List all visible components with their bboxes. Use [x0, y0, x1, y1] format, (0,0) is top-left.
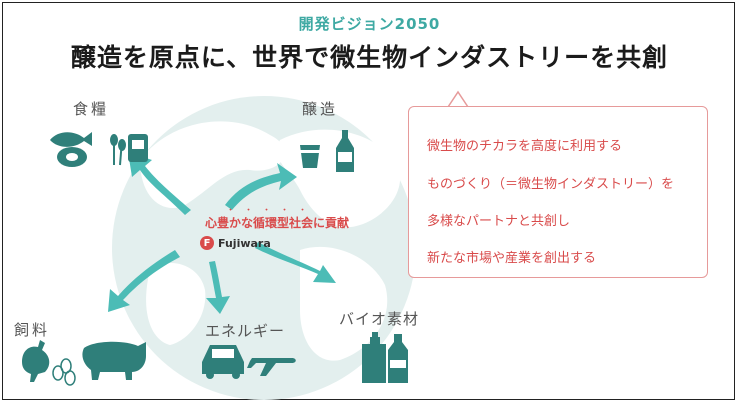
label-feed: 飼料 — [14, 321, 51, 339]
label-energy: エネルギー — [205, 322, 286, 340]
bio-icons — [362, 332, 408, 383]
callout-line-3: 多様なパートナと共創し — [427, 214, 571, 229]
label-food: 食糧 — [73, 100, 110, 118]
fish-icon — [50, 132, 92, 147]
brewing-icons — [300, 130, 354, 172]
arrow-to-bio — [255, 242, 336, 283]
label-brewing: 醸造 — [302, 100, 339, 118]
arrows — [108, 152, 336, 314]
callout-line-1: 微生物のチカラを高度に利用する — [427, 139, 623, 154]
arrow-to-food — [128, 152, 191, 215]
food-icons — [50, 132, 148, 167]
arrow-to-feed — [108, 250, 180, 312]
arrow-to-energy — [206, 261, 230, 314]
arrow-to-brewing — [225, 163, 297, 210]
pump-bottle-icon — [362, 337, 386, 383]
wheat-icon — [110, 134, 126, 166]
vision-subtitle: 開発ビジョン2050 — [298, 15, 441, 33]
center-message: 心豊かな循環型社会に貢献 — [205, 216, 350, 230]
chicken-icon — [22, 340, 50, 382]
bubble-tail — [447, 90, 469, 108]
pig-icon — [82, 341, 146, 380]
sake-cup-icon — [300, 145, 320, 168]
eggs-icon — [52, 358, 76, 386]
airplane-icon — [247, 358, 296, 376]
plastic-bottle-icon — [388, 334, 408, 383]
feed-icons — [22, 340, 146, 386]
vision-callout: 微生物のチカラを高度に利用する ものづくり（＝微生物インダストリー）を 多様なパ… — [408, 106, 708, 278]
logo-mark-icon: F — [200, 236, 214, 250]
label-bio: バイオ素材 — [339, 310, 420, 328]
page-title: 醸造を原点に、世界で微生物インダストリーを共創 — [70, 43, 669, 72]
logo-text: Fujiwara — [218, 236, 271, 250]
energy-icons — [202, 345, 296, 379]
emphasis-dots: ・・・・・ — [226, 206, 317, 216]
callout-line-4: 新たな市場や産業を創出する — [427, 251, 597, 266]
fujiwara-logo: F Fujiwara — [200, 236, 271, 250]
callout-line-2: ものづくり（＝微生物インダストリー）を — [427, 177, 675, 192]
